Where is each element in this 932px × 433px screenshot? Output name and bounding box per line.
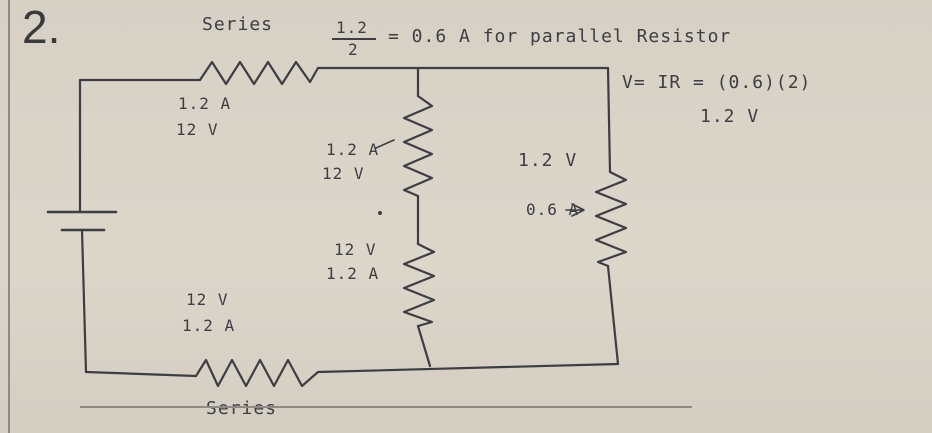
middle-lower-resistor bbox=[402, 242, 436, 328]
notebook-margin-line bbox=[8, 0, 10, 433]
right-current-label: 0.6 A bbox=[526, 200, 580, 219]
top-series-current-label: 1.2 A bbox=[178, 94, 232, 113]
middle-upper-voltage-label: 12 V bbox=[322, 164, 365, 183]
current-arrow-mark bbox=[565, 203, 585, 217]
top-wire bbox=[78, 66, 610, 82]
top-series-resistor bbox=[198, 60, 320, 86]
bottom-wire bbox=[84, 362, 620, 378]
middle-lower-current-label: 1.2 A bbox=[326, 264, 380, 283]
notebook-ruled-line bbox=[80, 406, 692, 408]
fraction-numerator: 1.2 bbox=[336, 18, 368, 37]
middle-upper-current-label: 1.2 A bbox=[326, 140, 380, 159]
ohms-law-line: V= IR = (0.6)(2) bbox=[622, 72, 812, 93]
series-label-bottom: Series bbox=[206, 398, 278, 419]
middle-branch-wire bbox=[416, 66, 432, 368]
bottom-series-current-label: 1.2 A bbox=[182, 316, 236, 335]
middle-lower-voltage-label: 12 V bbox=[334, 240, 377, 259]
ohms-law-result: 1.2 V bbox=[700, 106, 760, 127]
right-voltage-label: 1.2 V bbox=[518, 150, 578, 171]
right-resistor bbox=[594, 170, 628, 268]
series-label-top: Series bbox=[202, 14, 274, 35]
left-wire-lower bbox=[80, 228, 88, 374]
current-arrow-mark-upper bbox=[375, 139, 395, 149]
top-series-voltage-label: 12 V bbox=[176, 120, 219, 139]
ink-dot bbox=[378, 211, 382, 215]
fraction-denominator: 2 bbox=[348, 40, 359, 59]
fraction-bar bbox=[332, 38, 376, 40]
middle-upper-resistor bbox=[402, 94, 434, 198]
problem-number: 2. bbox=[22, 1, 61, 53]
bottom-series-resistor bbox=[194, 358, 320, 388]
parallel-current-text: = 0.6 A for parallel Resistor bbox=[388, 26, 732, 47]
bottom-series-voltage-label: 12 V bbox=[186, 290, 229, 309]
right-branch-wire bbox=[606, 66, 620, 366]
